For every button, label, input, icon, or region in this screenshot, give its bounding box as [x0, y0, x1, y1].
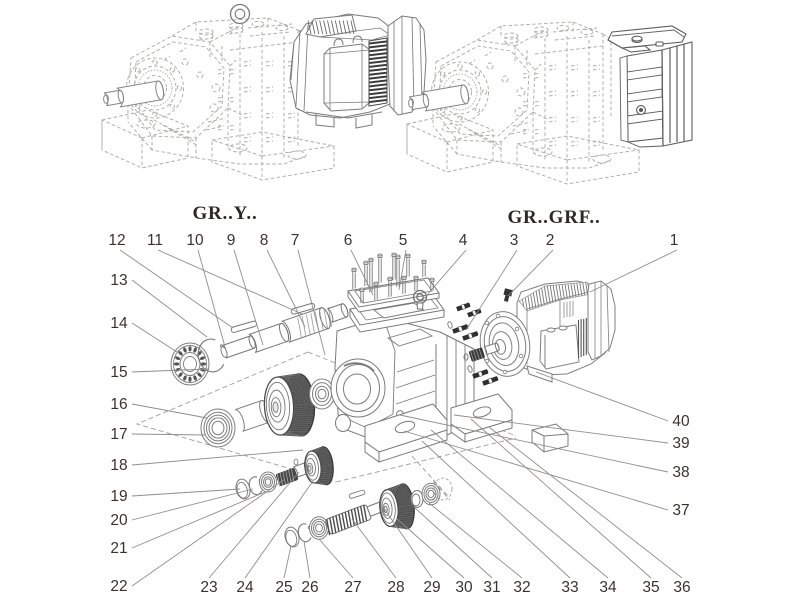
- svg-text:29: 29: [423, 579, 440, 596]
- svg-text:28: 28: [387, 579, 404, 596]
- svg-text:GR..Y..: GR..Y..: [192, 203, 257, 224]
- svg-text:6: 6: [344, 232, 353, 249]
- svg-text:35: 35: [642, 579, 659, 596]
- svg-text:9: 9: [227, 232, 236, 249]
- svg-text:38: 38: [672, 464, 689, 481]
- svg-text:21: 21: [110, 540, 127, 557]
- svg-text:30: 30: [455, 579, 473, 596]
- svg-text:22: 22: [110, 578, 127, 595]
- svg-text:26: 26: [301, 579, 318, 596]
- svg-text:36: 36: [673, 579, 690, 596]
- svg-text:2: 2: [546, 232, 555, 249]
- svg-text:10: 10: [186, 232, 204, 249]
- svg-text:20: 20: [110, 512, 128, 529]
- svg-text:18: 18: [110, 457, 127, 474]
- svg-text:24: 24: [236, 579, 254, 596]
- svg-text:27: 27: [344, 579, 361, 596]
- svg-text:11: 11: [147, 232, 163, 249]
- svg-text:23: 23: [200, 579, 217, 596]
- svg-text:32: 32: [513, 579, 530, 596]
- svg-text:GR..GRF..: GR..GRF..: [507, 207, 600, 228]
- svg-text:33: 33: [561, 579, 578, 596]
- svg-text:4: 4: [459, 232, 468, 249]
- svg-text:17: 17: [110, 426, 127, 443]
- svg-text:7: 7: [291, 232, 300, 249]
- svg-text:14: 14: [110, 315, 128, 332]
- svg-text:15: 15: [110, 364, 127, 381]
- svg-text:40: 40: [672, 413, 690, 430]
- svg-text:19: 19: [110, 488, 127, 505]
- svg-text:34: 34: [599, 579, 617, 596]
- svg-text:37: 37: [672, 502, 689, 519]
- svg-text:5: 5: [399, 232, 408, 249]
- svg-text:31: 31: [483, 579, 500, 596]
- svg-text:13: 13: [110, 272, 127, 289]
- svg-text:8: 8: [260, 232, 269, 249]
- svg-text:3: 3: [510, 232, 519, 249]
- svg-text:1: 1: [670, 232, 679, 249]
- svg-text:16: 16: [110, 396, 127, 413]
- svg-text:12: 12: [108, 232, 125, 249]
- svg-text:39: 39: [672, 435, 689, 452]
- svg-text:25: 25: [275, 579, 292, 596]
